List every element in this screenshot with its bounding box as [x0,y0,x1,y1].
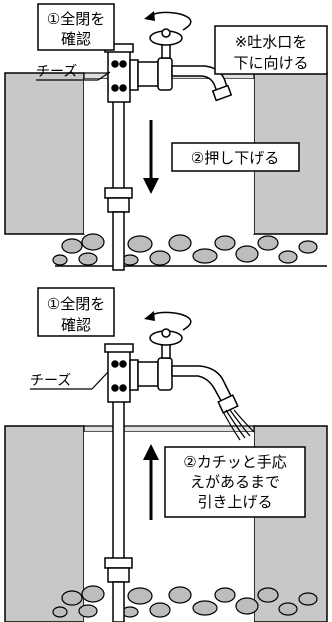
step2-callout-box-bottom [164,446,306,518]
gravel-top [52,233,318,266]
step2-label-top: ②押し下げる [191,149,279,167]
rotate-arrow-head-bottom [144,311,155,321]
panel-top: ①全閉を 確認 ※吐水口を 下に向ける ②押し下げる チーズ [4,3,328,271]
pull-up-arrow-head-icon [143,444,159,460]
faucet-bottom [137,328,239,414]
pit-cover-bottom [83,425,255,433]
ground-left-bottom [4,425,85,622]
step1-callout-box-top [37,3,115,51]
push-down-arrow-head-icon [143,178,159,194]
tee-label-top: チーズ [36,64,77,80]
step1-label-top-line1: ①全閉を [47,10,105,28]
step2-label-bottom-line1: ②カチッと手応 [183,453,286,471]
panel-bottom: ①全閉を 確認 ②カチッと手応 えがあるまで 引き上げる チーズ [4,287,328,622]
ground-left-top [4,72,85,235]
rotate-arrow-icon-top [149,11,192,31]
step2-label-bottom-line2: えがあるまで [190,473,280,491]
step2-callout-box-top [171,142,300,172]
step2-label-bottom-line3: 引き上げる [197,493,272,511]
rotate-arrow-head-top [144,11,155,21]
step1-callout-box-bottom [37,287,115,337]
outlet-note-box [214,25,328,75]
faucet-top [137,28,233,102]
step1-label-bottom-line1: ①全閉を [47,295,105,313]
tee-leader-line-bottom-2 [91,371,109,390]
tee-leader-line-top-2 [97,71,111,81]
water-stream-icon [221,409,255,441]
outlet-note-line1: ※吐水口を [235,33,308,51]
gravel-bottom [52,585,318,618]
tee-fitting-bottom [104,343,139,403]
step1-label-top-line2: 確認 [61,30,91,48]
rotate-arrow-icon-bottom [149,311,192,331]
outlet-note-line2: 下に向ける [233,54,308,72]
tee-label-bottom: チーズ [30,373,71,389]
step1-label-bottom-line2: 確認 [61,316,91,334]
